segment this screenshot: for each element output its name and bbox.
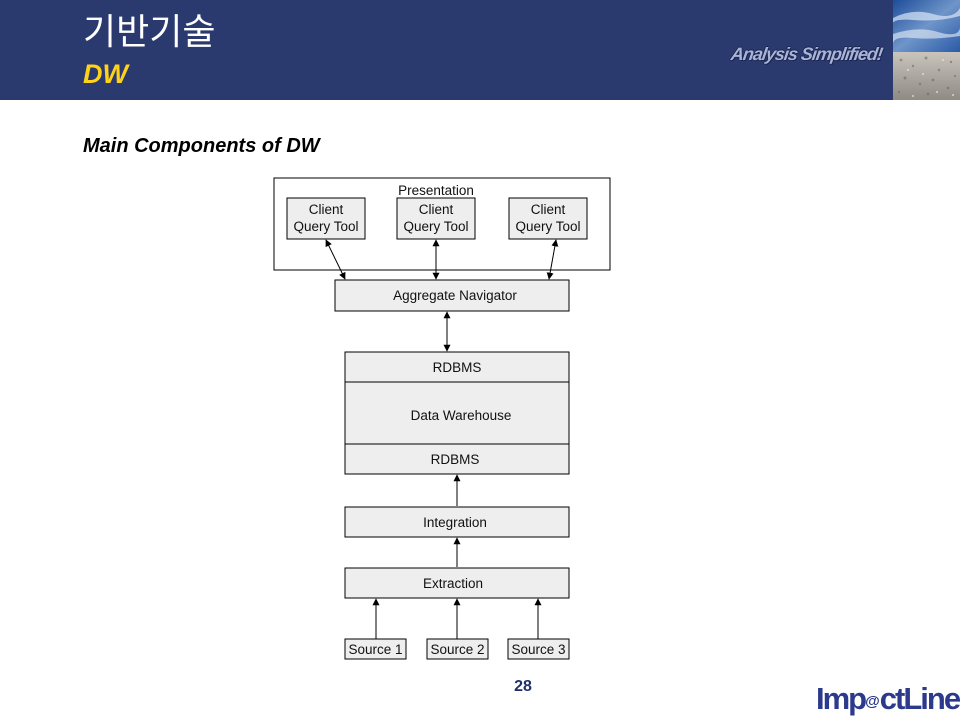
client-tool-3-line2: Query Tool bbox=[515, 219, 580, 234]
header-photo bbox=[893, 0, 960, 100]
rdbms-bottom-label: RDBMS bbox=[431, 452, 480, 467]
slide-title: 기반기술 bbox=[83, 12, 216, 53]
impactline-logo: Imp@ctLine bbox=[816, 681, 960, 717]
integration-label: Integration bbox=[423, 515, 487, 530]
client-query-tool-1: Client Query Tool bbox=[286, 197, 366, 240]
rdbms-top-label: RDBMS bbox=[433, 360, 482, 375]
extraction-label: Extraction bbox=[423, 576, 483, 591]
source-3-box: Source 3 bbox=[507, 638, 570, 660]
slide-header: 기반기술 DW Analysis Simplified! bbox=[0, 0, 960, 100]
presentation-label: Presentation bbox=[398, 183, 474, 198]
aggregate-navigator-box: Aggregate Navigator bbox=[334, 279, 570, 312]
client-tool-2-line1: Client bbox=[419, 202, 454, 217]
extraction-box: Extraction bbox=[344, 567, 570, 599]
logo-part2: ctLine bbox=[879, 681, 960, 716]
client-query-tool-3: Client Query Tool bbox=[508, 197, 588, 240]
source-1-box: Source 1 bbox=[344, 638, 407, 660]
data-warehouse-label: Data Warehouse bbox=[411, 408, 512, 423]
source-2-box: Source 2 bbox=[426, 638, 489, 660]
aggregate-navigator-label: Aggregate Navigator bbox=[393, 288, 517, 303]
section-title: Main Components of DW bbox=[83, 135, 320, 157]
client-tool-3-line1: Client bbox=[531, 202, 566, 217]
arrow-tool1-navigator bbox=[325, 239, 346, 280]
source-1-label: Source 1 bbox=[348, 642, 402, 657]
client-tool-2-line2: Query Tool bbox=[403, 219, 468, 234]
slide-subtitle: DW bbox=[83, 59, 128, 89]
source-2-label: Source 2 bbox=[430, 642, 484, 657]
arrow-tool3-navigator bbox=[546, 239, 559, 280]
logo-at: @ bbox=[865, 693, 880, 710]
client-tool-1-line1: Client bbox=[309, 202, 344, 217]
client-tool-1-line2: Query Tool bbox=[293, 219, 358, 234]
page-number: 28 bbox=[514, 678, 532, 695]
source-3-label: Source 3 bbox=[511, 642, 565, 657]
integration-box: Integration bbox=[344, 506, 570, 538]
data-warehouse-stack: RDBMS Data Warehouse RDBMS bbox=[344, 351, 570, 475]
client-query-tool-2: Client Query Tool bbox=[396, 197, 476, 240]
logo-part1: Imp bbox=[816, 681, 867, 716]
